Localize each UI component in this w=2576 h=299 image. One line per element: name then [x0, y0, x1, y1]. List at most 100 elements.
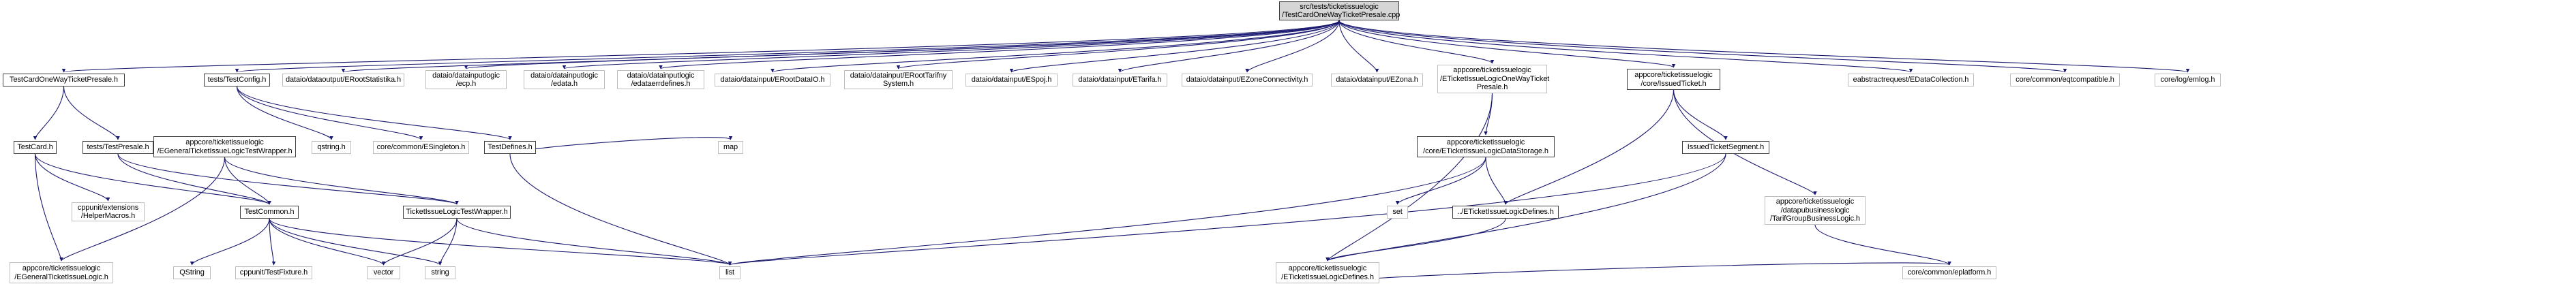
graph-node-n14[interactable]: appcore/ticketissuelogic /core/IssuedTic… — [1627, 69, 1720, 90]
graph-edge — [190, 218, 270, 266]
graph-edge — [1485, 157, 1508, 205]
graph-node-label: TestCard.h — [17, 143, 53, 152]
graph-node-n2[interactable]: tests/TestConfig.h — [204, 74, 270, 86]
graph-edge — [269, 218, 386, 266]
graph-node-n29[interactable]: map — [718, 141, 743, 154]
graph-edge — [1395, 157, 1486, 205]
graph-edge — [659, 20, 1340, 69]
graph-node-label: tests/TestConfig.h — [207, 76, 267, 84]
graph-edge — [1338, 20, 1676, 68]
graph-edge — [563, 20, 1340, 69]
graph-node-label: dataio/datainputlogic /edataerrdefines.h — [627, 71, 695, 89]
graph-edge — [117, 153, 459, 205]
graph-edge — [1673, 89, 1728, 140]
graph-node-label: IssuedTicketSegment.h — [1687, 143, 1765, 152]
graph-node-n12[interactable]: dataio/datainput/EZona.h — [1331, 74, 1423, 86]
graph-node-n21[interactable]: qstring.h — [312, 141, 351, 154]
graph-edge — [897, 20, 1340, 69]
graph-node-n19[interactable]: tests/TestPresale.h — [83, 141, 153, 154]
graph-node-n0[interactable]: src/tests/ticketissuelogic /TestCardOneW… — [1279, 1, 1400, 20]
graph-node-n30[interactable]: set — [1387, 206, 1408, 219]
graph-node-n23[interactable]: TestDefines.h — [484, 141, 536, 154]
graph-node-n17[interactable]: core/log/emlog.h — [2155, 74, 2221, 86]
graph-edge — [381, 218, 458, 266]
graph-node-n15[interactable]: eabstractrequest/EDataCollection.h — [1848, 74, 1974, 86]
graph-node-label: dataio/datainput/ERootTarifny System.h — [850, 71, 947, 89]
graph-node-n34[interactable]: QString — [173, 266, 211, 279]
graph-node-n26[interactable]: cppunit/extensions /HelperMacros.h — [72, 202, 145, 221]
graph-node-n31[interactable]: ../ETicketIssueLogicDefines.h — [1452, 206, 1559, 219]
graph-node-n39[interactable]: appcore/ticketissuelogic /ETicketIssueLo… — [1276, 262, 1379, 283]
graph-node-label: list — [725, 268, 735, 277]
graph-node-n20[interactable]: appcore/ticketissuelogic /EGeneralTicket… — [153, 136, 296, 157]
graph-edge — [342, 20, 1340, 73]
graph-node-n37[interactable]: string — [425, 266, 455, 279]
graph-edge — [236, 86, 512, 140]
graph-edge — [1338, 20, 1913, 73]
graph-node-label: appcore/ticketissuelogic /ETicketIssueLo… — [1440, 66, 1550, 92]
graph-node-n27[interactable]: TestCommon.h — [240, 206, 299, 219]
graph-node-n36[interactable]: vector — [367, 266, 400, 279]
graph-node-label: core/common/eplatform.h — [1907, 268, 1992, 277]
graph-node-n33[interactable]: appcore/ticketissuelogic /EGeneralTicket… — [10, 262, 113, 283]
graph-node-label: QString — [179, 268, 205, 277]
graph-node-label: string — [431, 268, 449, 277]
graph-edge — [1338, 20, 1495, 64]
graph-edge — [34, 153, 271, 205]
graph-edge — [117, 153, 271, 205]
graph-node-n4[interactable]: dataio/datainputlogic /ecp.h — [425, 70, 507, 89]
graph-node-n6[interactable]: dataio/datainputlogic /edataerrdefines.h — [617, 70, 704, 89]
graph-node-label: dataio/datainput/ETarifa.h — [1078, 76, 1162, 84]
graph-node-n11[interactable]: dataio/datainput/EZoneConnectivity.h — [1182, 74, 1313, 86]
graph-edge — [1326, 218, 1506, 262]
graph-node-n24[interactable]: appcore/ticketissuelogic /core/ETicketIs… — [1417, 136, 1555, 157]
graph-node-label: TestCommon.h — [244, 208, 295, 217]
graph-node-n38[interactable]: list — [719, 266, 740, 279]
graph-node-label: appcore/ticketissuelogic /core/IssuedTic… — [1634, 71, 1713, 88]
graph-node-n40[interactable]: core/common/eplatform.h — [1902, 266, 1996, 279]
graph-node-label: dataio/datainput/ESpoj.h — [971, 76, 1052, 84]
graph-edge — [235, 20, 1340, 73]
graph-node-n5[interactable]: dataio/datainputlogic /edata.h — [524, 70, 605, 89]
graph-edge — [63, 86, 120, 140]
graph-node-n22[interactable]: core/common/ESingleton.h — [373, 141, 469, 154]
graph-node-n13[interactable]: appcore/ticketissuelogic /ETicketIssueLo… — [1437, 65, 1550, 93]
graph-edge — [1814, 224, 1951, 266]
graph-edge — [269, 218, 732, 266]
graph-node-n3[interactable]: dataio/dataoutput/ERootStatistika.h — [282, 74, 404, 86]
graph-node-label: vector — [373, 268, 394, 277]
graph-node-n28[interactable]: TicketIssueLogicTestWrapper.h — [403, 206, 511, 219]
graph-node-label: appcore/ticketissuelogic /datapubusiness… — [1770, 198, 1860, 223]
graph-node-label: ../ETicketIssueLogicDefines.h — [1457, 208, 1554, 217]
graph-node-label: appcore/ticketissuelogic /ETicketIssueLo… — [1281, 264, 1374, 281]
graph-node-label: cppunit/TestFixture.h — [239, 268, 308, 277]
graph-node-n10[interactable]: dataio/datainput/ETarifa.h — [1073, 74, 1167, 86]
graph-node-n16[interactable]: core/common/eqtcompatible.h — [2010, 74, 2120, 86]
graph-node-label: core/common/eqtcompatible.h — [2016, 76, 2114, 84]
graph-node-label: TestDefines.h — [488, 143, 533, 152]
graph-edge — [224, 157, 459, 205]
graph-node-label: qstring.h — [317, 143, 346, 152]
graph-node-n9[interactable]: dataio/datainput/ESpoj.h — [965, 74, 1058, 86]
graph-node-label: cppunit/extensions /HelperMacros.h — [77, 203, 139, 221]
graph-node-n18[interactable]: TestCard.h — [14, 141, 57, 154]
graph-node-label: eabstractrequest/EDataCollection.h — [1853, 76, 1969, 84]
graph-node-n32[interactable]: appcore/ticketissuelogic /datapubusiness… — [1765, 196, 1866, 225]
graph-edge — [1118, 20, 1340, 73]
graph-node-n35[interactable]: cppunit/TestFixture.h — [235, 266, 312, 279]
graph-edge — [1338, 20, 1379, 73]
graph-edge — [1245, 20, 1340, 73]
graph-node-n1[interactable]: TestCardOneWayTicketPresale.h — [3, 74, 125, 86]
graph-node-label: dataio/dataoutput/ERootStatistika.h — [286, 76, 401, 84]
graph-node-label: dataio/datainput/EZoneConnectivity.h — [1186, 76, 1308, 84]
graph-edge — [1326, 93, 1493, 262]
graph-node-label: core/common/ESingleton.h — [376, 143, 466, 152]
graph-edge — [1484, 93, 1493, 136]
graph-node-label: appcore/ticketissuelogic /core/ETicketIs… — [1423, 138, 1548, 155]
graph-edge — [509, 153, 732, 266]
graph-edge — [34, 153, 63, 262]
graph-node-n25[interactable]: IssuedTicketSegment.h — [1682, 141, 1769, 154]
graph-node-n8[interactable]: dataio/datainput/ERootTarifny System.h — [844, 70, 953, 89]
graph-node-n7[interactable]: dataio/datainput/ERootDataIO.h — [715, 74, 830, 86]
